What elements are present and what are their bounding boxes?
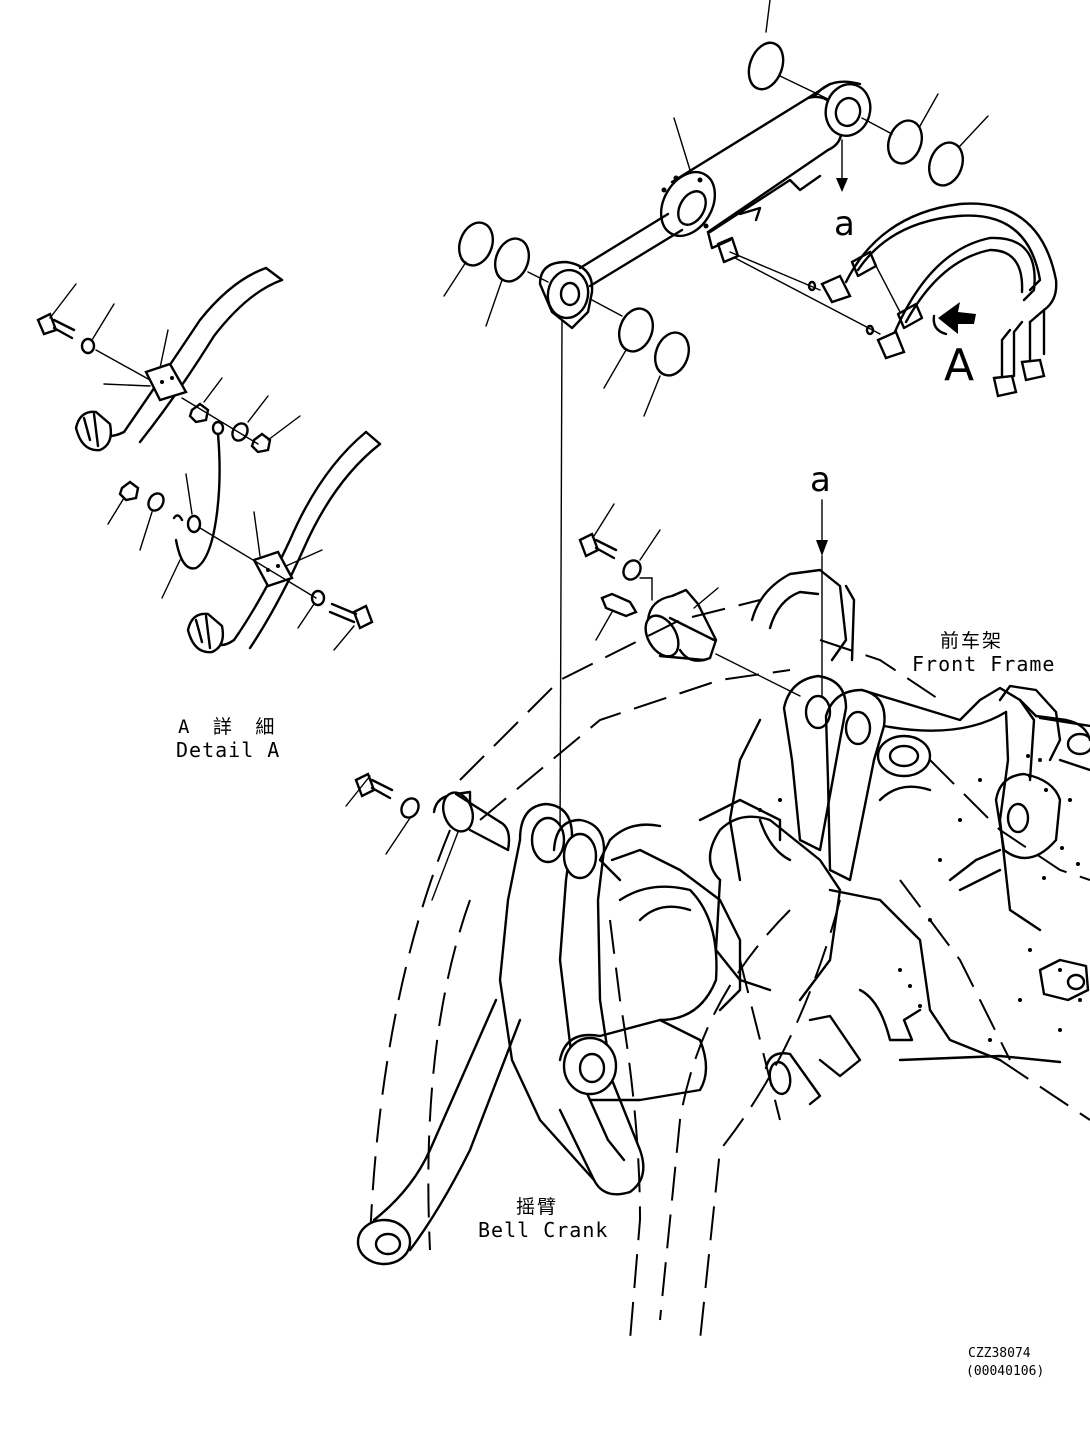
bell-crank-label-cn: 摇臂 <box>516 1196 559 1218</box>
view-arrow-label: A <box>944 340 975 391</box>
drawing-code: CZZ38074 <box>968 1346 1031 1361</box>
front-frame-label-cn: 前车架 <box>940 630 1004 652</box>
hose-assembly <box>822 204 1056 396</box>
drawing-revision: (00040106) <box>966 1364 1045 1379</box>
detail-a-label-en: Detail A <box>176 738 281 762</box>
bell-crank <box>346 320 780 1264</box>
view-arrow-a <box>934 302 976 334</box>
detail-a-view <box>38 268 380 652</box>
reference-a-mid-label: a <box>810 460 831 500</box>
steering-cylinder <box>540 0 880 334</box>
detail-a-label-cn: A 詳 細 <box>178 716 281 738</box>
upper-pin-assembly <box>580 504 800 696</box>
bell-crank-label-en: Bell Crank <box>478 1218 609 1242</box>
front-frame <box>370 570 1090 1340</box>
reference-arrow-a-top <box>836 140 848 192</box>
cylinder-washers <box>444 94 988 416</box>
reference-a-top-label: a <box>834 204 855 244</box>
front-frame-label-en: Front Frame <box>912 652 1056 676</box>
reference-arrow-a-mid <box>816 500 828 700</box>
